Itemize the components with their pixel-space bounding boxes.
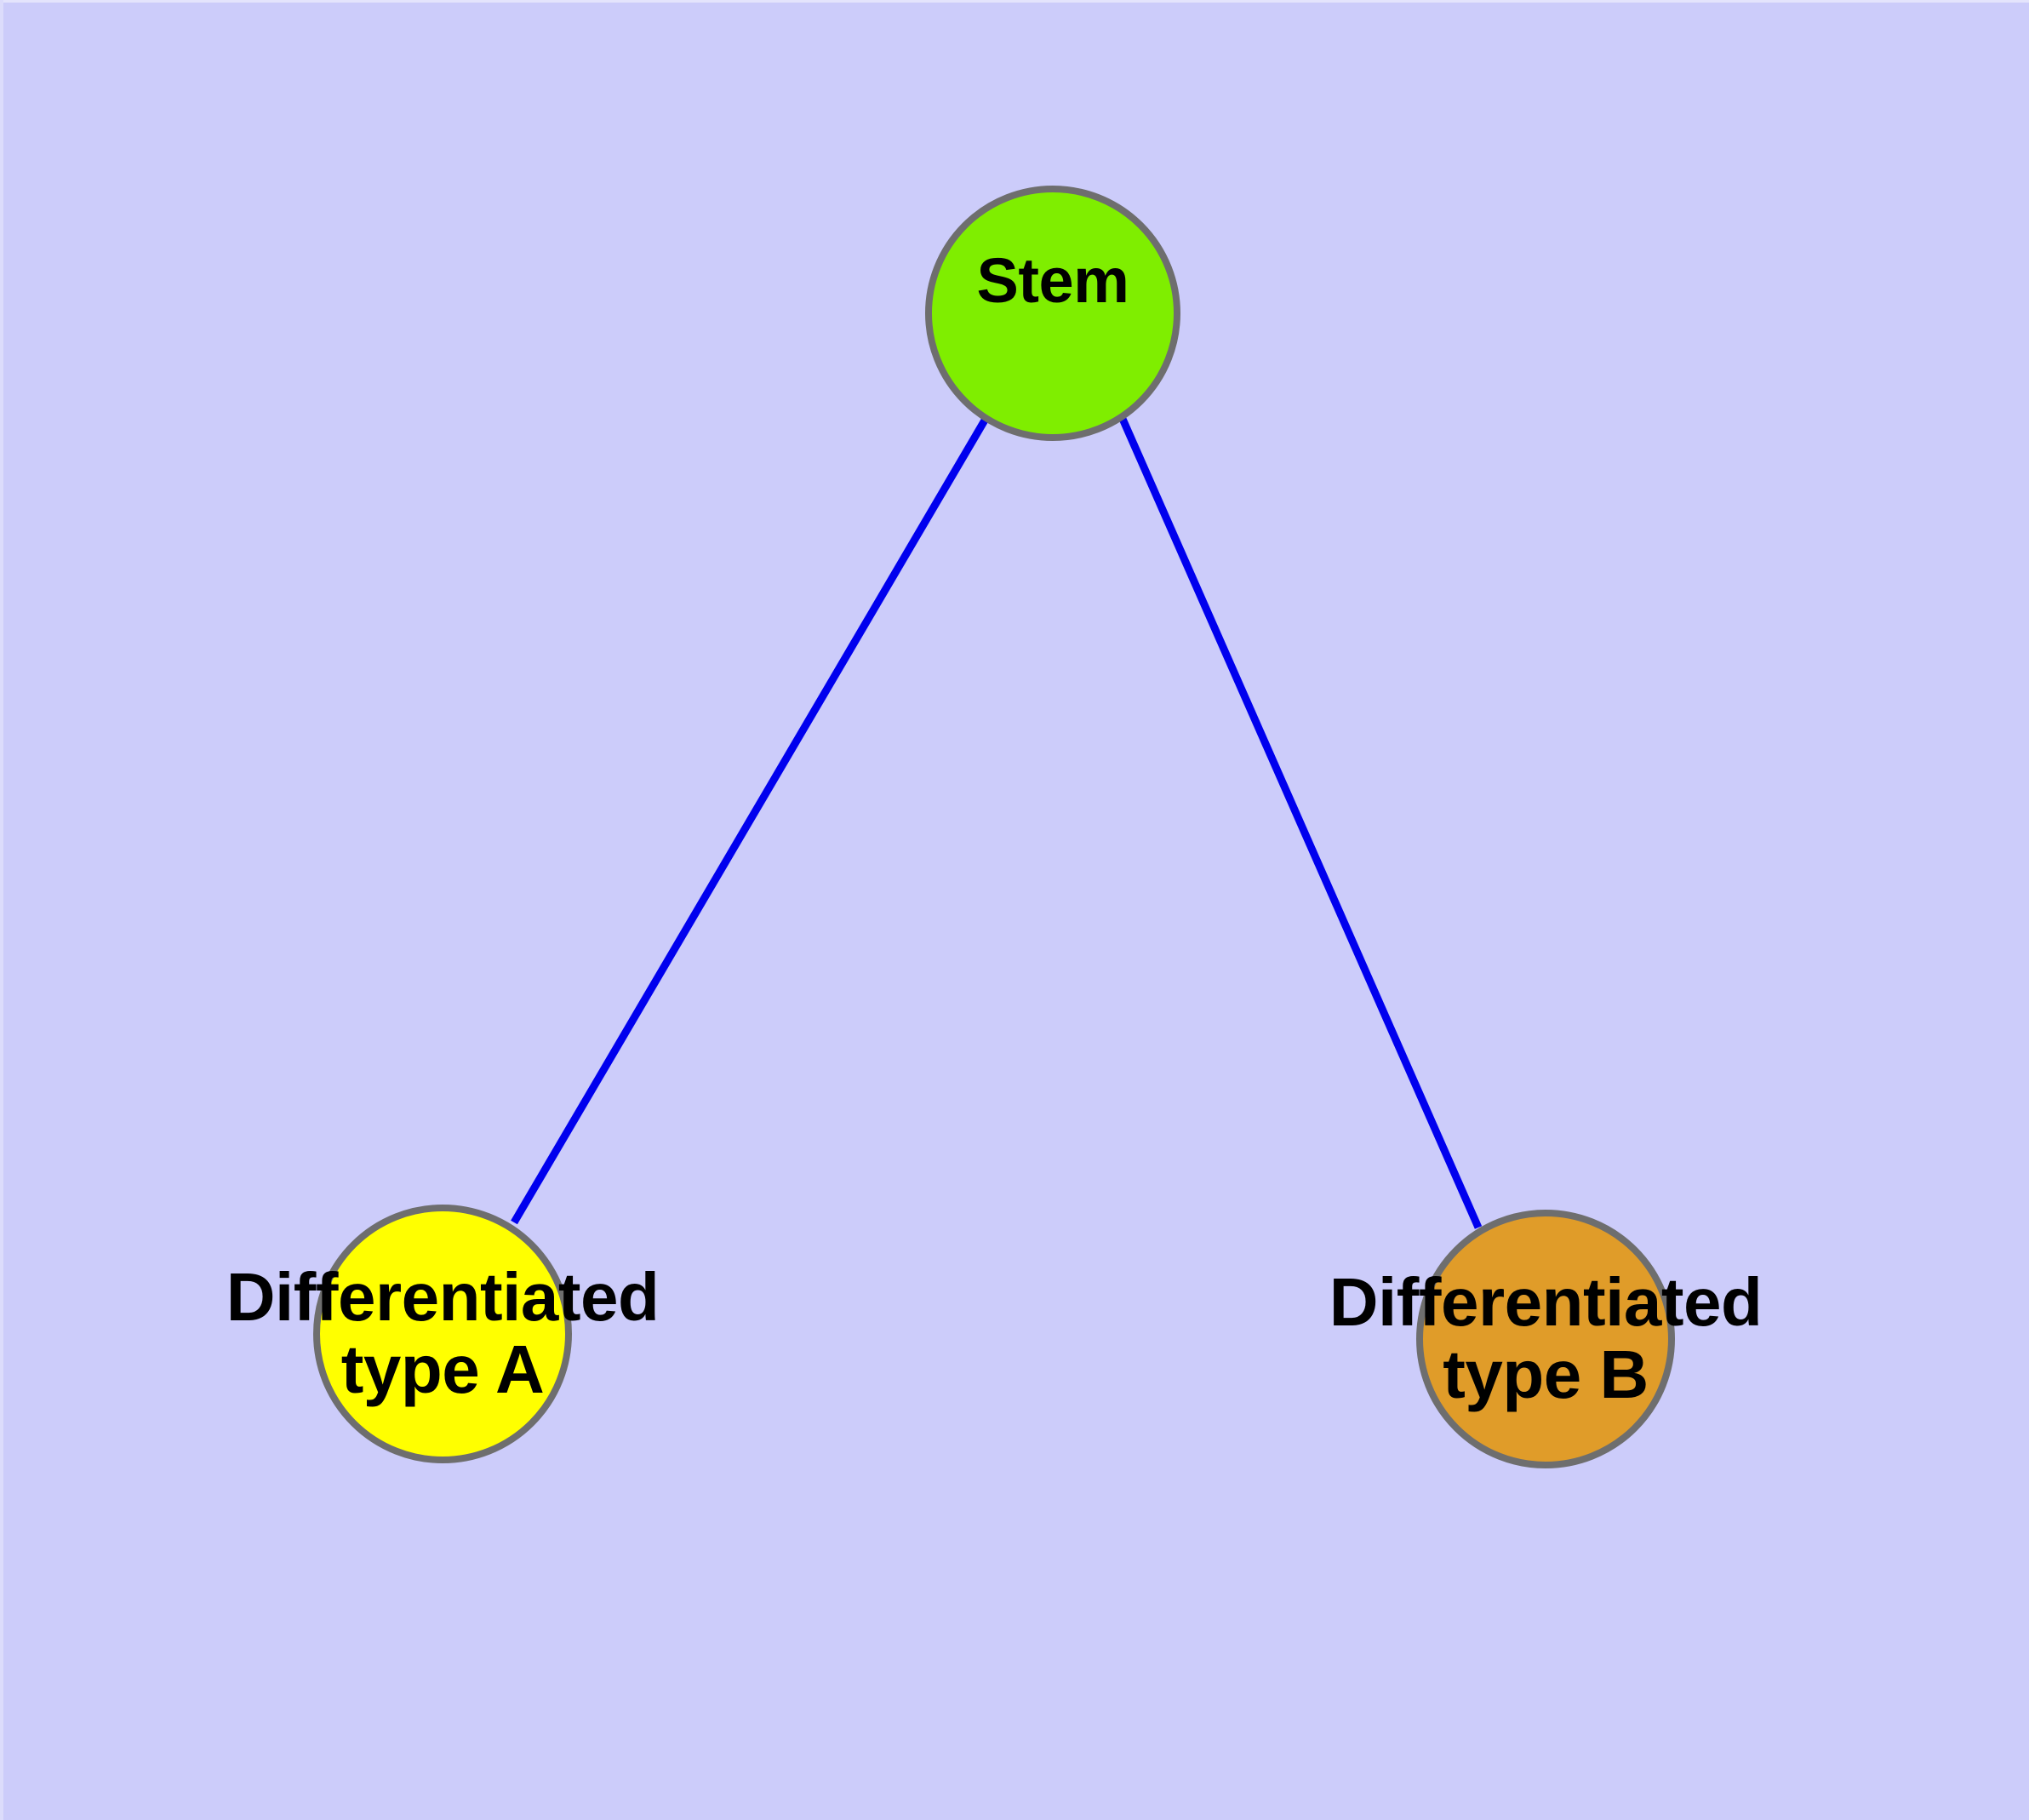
node-layer bbox=[313, 186, 1675, 1468]
node-type-a[interactable] bbox=[313, 1205, 572, 1463]
canvas-top-edge bbox=[0, 0, 2029, 3]
node-type-b[interactable] bbox=[1416, 1210, 1675, 1468]
edge-stem-to-type-b[interactable] bbox=[1118, 417, 1483, 1229]
edge-stem-to-type-a[interactable] bbox=[511, 416, 989, 1225]
node-stem[interactable] bbox=[925, 186, 1180, 441]
edge-layer bbox=[511, 416, 1483, 1229]
canvas-left-edge bbox=[0, 0, 3, 1820]
